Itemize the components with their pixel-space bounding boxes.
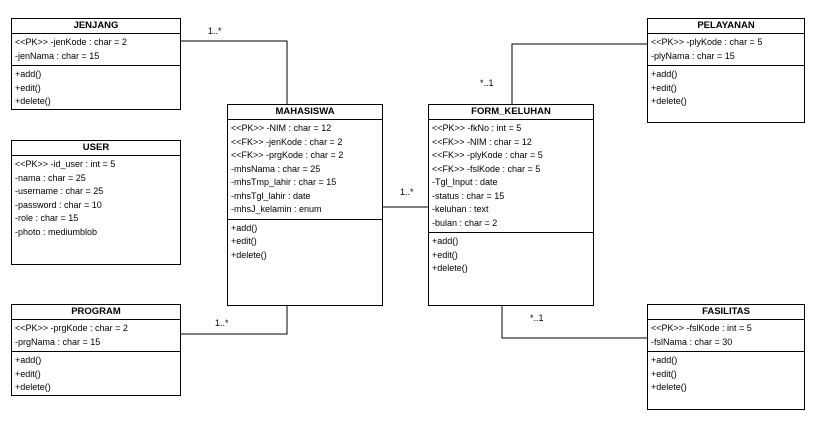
operation-row: +delete() <box>15 96 51 106</box>
attributes-section: <<PK>> -id_user : int = 5 -nama : char = … <box>12 156 180 241</box>
operation-row: +edit() <box>231 236 257 246</box>
attribute-row: -fslNama : char = 30 <box>651 336 733 347</box>
attribute-row: -keluhan : text <box>432 204 489 214</box>
attributes-section: <<PK>> -fslKode : int = 5 -fslNama : char… <box>648 320 804 352</box>
attribute-row: <<PK>> -prgKode : char = 2 <box>15 323 128 333</box>
class-name: FORM_KELUHAN <box>429 105 593 120</box>
attribute-row: -username : char = 25 <box>15 186 104 196</box>
attribute-row: -photo : mediumblob <box>15 226 98 237</box>
operation-row: +edit() <box>15 368 41 379</box>
assoc-pelayanan-form <box>511 43 647 104</box>
attribute-row: -mhsNama : char = 25 <box>231 163 321 174</box>
attribute-row: -mhsTmp_lahir : char = 15 <box>231 177 337 187</box>
assoc-fasilitas-form <box>501 306 647 339</box>
attribute-row: -nama : char = 25 <box>15 172 86 183</box>
operations-section: +add() +edit() +delete() <box>648 66 804 111</box>
class-form-keluhan: FORM_KELUHAN <<PK>> -fkNo : int = 5 <<FK>>… <box>428 104 594 306</box>
attribute-row: <<FK>> -fslKode : char = 5 <box>432 163 541 174</box>
operation-row: +edit() <box>15 82 41 93</box>
class-name: JENJANG <box>12 19 180 34</box>
attribute-row: <<FK>> -jenKode : char = 2 <box>231 136 343 147</box>
multiplicity-mahasiswa-form: 1..* <box>400 187 414 197</box>
attribute-row: <<FK>> -plyKode : char = 5 <box>432 150 543 160</box>
operation-row: +edit() <box>432 249 458 260</box>
operation-row: +delete() <box>432 263 468 273</box>
class-name: MAHASISWA <box>228 105 382 120</box>
operations-section: +add() +edit() +delete() <box>648 352 804 397</box>
attribute-row: -mhsJ_kelamin : enum <box>231 204 322 214</box>
operations-section: +add() +edit() +delete() <box>429 233 593 278</box>
class-jenjang: JENJANG <<PK>> -jenKode : char = 2 -jenNam… <box>11 18 181 110</box>
attributes-section: <<PK>> -NIM : char = 12 <<FK>> -jenKode :… <box>228 120 382 220</box>
attributes-section: <<PK>> -fkNo : int = 5 <<FK>> -NIM : char… <box>429 120 593 233</box>
attribute-row: <<PK>> -plyKode : char = 5 <box>651 37 763 47</box>
assoc-program-mahasiswa <box>181 306 288 335</box>
class-fasilitas: FASILITAS <<PK>> -fslKode : int = 5 -fslNa… <box>647 304 805 410</box>
attributes-section: <<PK>> -plyKode : char = 5 -plyNama : cha… <box>648 34 804 66</box>
operation-row: +edit() <box>651 82 677 93</box>
class-user: USER <<PK>> -id_user : int = 5 -nama : cha… <box>11 140 181 265</box>
attribute-row: <<PK>> -id_user : int = 5 <box>15 159 116 169</box>
attribute-row: -role : char = 15 <box>15 213 79 223</box>
class-pelayanan: PELAYANAN <<PK>> -plyKode : char = 5 -plyN… <box>647 18 805 123</box>
class-name: FASILITAS <box>648 305 804 320</box>
operation-row: +delete() <box>651 382 687 392</box>
attribute-row: -mhsTgl_lahir : date <box>231 190 311 201</box>
operation-row: +add() <box>432 236 459 246</box>
attribute-row: <<FK>> -prgKode : char = 2 <box>231 150 344 160</box>
class-name: PROGRAM <box>12 305 180 320</box>
operations-section: +add() +edit() +delete() <box>12 66 180 111</box>
attribute-row: <<PK>> -fkNo : int = 5 <box>432 123 522 133</box>
operation-row: +add() <box>15 355 42 365</box>
operations-section: +add() +edit() +delete() <box>228 220 382 265</box>
assoc-jenjang-mahasiswa <box>181 40 288 104</box>
operation-row: +add() <box>231 222 258 233</box>
operation-row: +add() <box>651 69 678 79</box>
attributes-section: <<PK>> -jenKode : char = 2 -jenNama : cha… <box>12 34 180 66</box>
operation-row: +add() <box>15 69 42 79</box>
attribute-row: -status : char = 15 <box>432 190 505 201</box>
operation-row: +delete() <box>651 96 687 106</box>
attribute-row: -jenNama : char = 15 <box>15 50 100 61</box>
class-mahasiswa: MAHASISWA <<PK>> -NIM : char = 12 <<FK>> -… <box>227 104 383 306</box>
attribute-row: -plyNama : char = 15 <box>651 50 735 61</box>
attribute-row: <<PK>> -jenKode : char = 2 <box>15 37 127 47</box>
operation-row: +add() <box>651 355 678 365</box>
operation-row: +delete() <box>231 249 267 260</box>
attribute-row: -Tgl_Input : date <box>432 177 498 187</box>
class-name: PELAYANAN <box>648 19 804 34</box>
attribute-row: <<PK>> -NIM : char = 12 <box>231 123 332 133</box>
operations-section: +add() +edit() +delete() <box>12 352 180 397</box>
class-program: PROGRAM <<PK>> -prgKode : char = 2 -prgNam… <box>11 304 181 396</box>
multiplicity-pelayanan-form: *..1 <box>480 78 494 88</box>
class-name: USER <box>12 141 180 156</box>
multiplicity-jenjang-mahasiswa: 1..* <box>208 26 222 36</box>
attributes-section: <<PK>> -prgKode : char = 2 -prgNama : cha… <box>12 320 180 352</box>
multiplicity-program-mahasiswa: 1..* <box>215 318 229 328</box>
attribute-row: -password : char = 10 <box>15 199 102 210</box>
operation-row: +edit() <box>651 368 677 379</box>
attribute-row: -prgNama : char = 15 <box>15 336 101 347</box>
attribute-row: <<FK>> -NIM : char = 12 <box>432 136 532 147</box>
multiplicity-fasilitas-form: *..1 <box>530 313 544 323</box>
attribute-row: <<PK>> -fslKode : int = 5 <box>651 323 752 333</box>
attribute-row: -bulan : char = 2 <box>432 217 498 228</box>
operation-row: +delete() <box>15 382 51 392</box>
